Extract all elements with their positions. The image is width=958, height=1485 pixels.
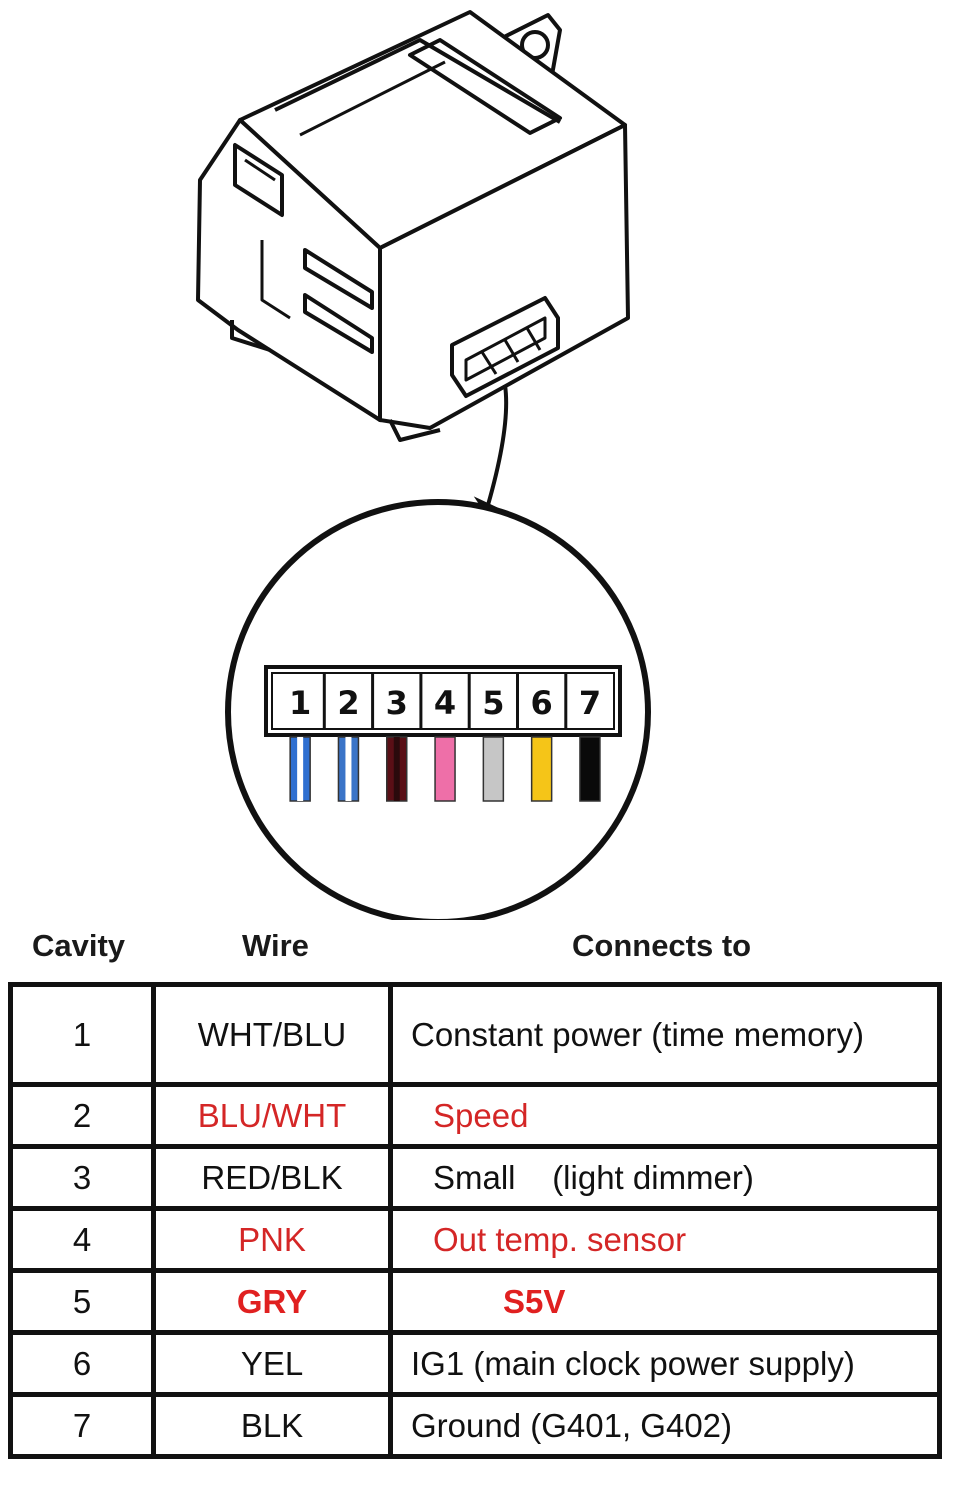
- wire-cell: WHT/BLU: [151, 982, 393, 1087]
- header-connects-to: Connects to: [572, 928, 752, 963]
- pin-wire-stripe: [393, 737, 400, 801]
- connects-cell: IG1 (main clock power supply): [388, 1330, 942, 1397]
- pin-number-label: 2: [337, 684, 359, 722]
- callout-leader: [486, 384, 509, 506]
- pin-wire: [530, 736, 553, 802]
- clock-unit-drawing: [196, 10, 630, 442]
- pin-number-label: 6: [531, 684, 553, 722]
- pinout-table: 1 WHT/BLU Constant power (time memory) 2…: [8, 982, 942, 1459]
- cavity-cell: 4: [8, 1206, 156, 1273]
- connects-cell: Ground (G401, G402): [388, 1392, 942, 1459]
- connects-cell: Constant power (time memory): [388, 982, 942, 1087]
- cavity-cell: 5: [8, 1268, 156, 1335]
- wire-cell: BLK: [151, 1392, 393, 1459]
- table-row: 7 BLK Ground (G401, G402): [8, 1392, 942, 1459]
- pin-wires: [289, 736, 601, 802]
- pin-wire: [434, 736, 456, 802]
- table-row: 1 WHT/BLU Constant power (time memory): [8, 982, 942, 1087]
- pin-wire: [579, 736, 601, 802]
- wire-cell: GRY: [151, 1268, 393, 1335]
- cavity-cell: 6: [8, 1330, 156, 1397]
- pin-number-label: 5: [482, 684, 504, 722]
- table-row: 2 BLU/WHT Speed: [8, 1082, 942, 1149]
- table-row: 3 RED/BLK Small (light dimmer): [8, 1144, 942, 1211]
- header-wire: Wire: [242, 928, 309, 963]
- pin-wire-stripe: [297, 737, 304, 801]
- connects-cell: Speed: [388, 1082, 942, 1149]
- connects-cell: Out temp. sensor: [388, 1206, 942, 1273]
- table-row: 6 YEL IG1 (main clock power supply): [8, 1330, 942, 1397]
- cavity-cell: 2: [8, 1082, 156, 1149]
- wire-cell: PNK: [151, 1206, 393, 1273]
- pin-number-label: 7: [579, 684, 601, 722]
- connects-cell: S5V: [388, 1268, 942, 1335]
- connects-cell: Small (light dimmer): [388, 1144, 942, 1211]
- wire-cell: YEL: [151, 1330, 393, 1397]
- wire-cell: RED/BLK: [151, 1144, 393, 1211]
- pin-number-label: 1: [289, 684, 311, 722]
- wire-cell: BLU/WHT: [151, 1082, 393, 1149]
- pin-number-label: 4: [434, 684, 456, 722]
- table-row: 5 GRY S5V: [8, 1268, 942, 1335]
- cavity-cell: 1: [8, 982, 156, 1087]
- pin-number-label: 3: [386, 684, 408, 722]
- cavity-cell: 3: [8, 1144, 156, 1211]
- pin-wire: [482, 736, 505, 802]
- cavity-cell: 7: [8, 1392, 156, 1459]
- pin-wire-stripe: [345, 737, 352, 801]
- table-row: 4 PNK Out temp. sensor: [8, 1206, 942, 1273]
- header-cavity: Cavity: [32, 928, 126, 963]
